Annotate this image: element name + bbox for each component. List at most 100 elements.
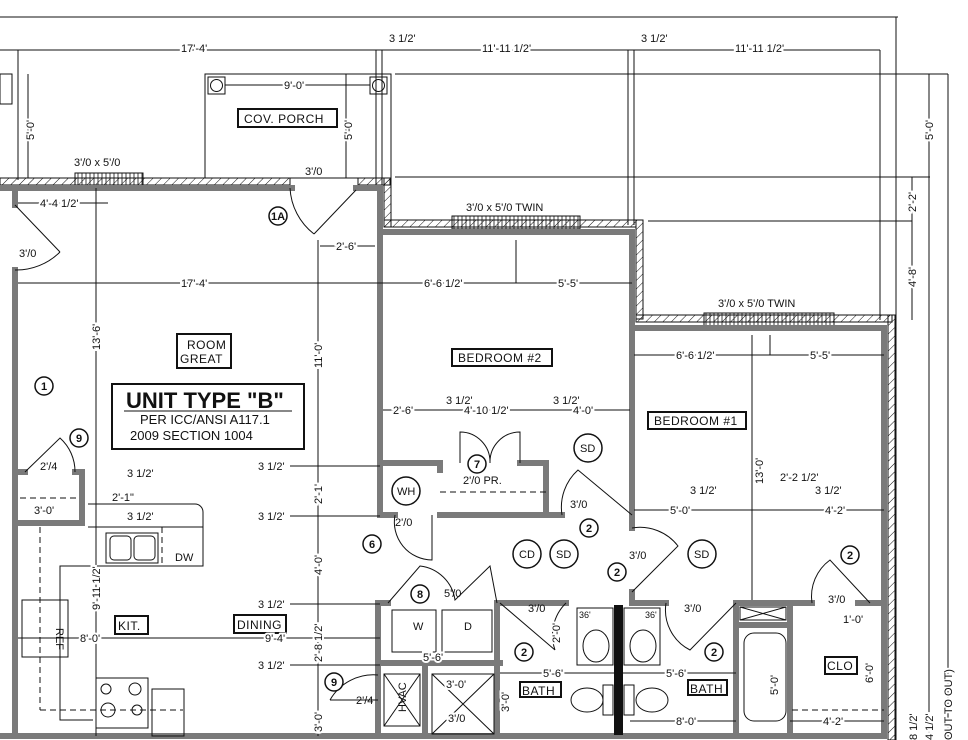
lavatory-width-label: 36' bbox=[579, 610, 591, 620]
door-label: 2'/0 bbox=[395, 517, 412, 529]
dim-label: 3 1/2' bbox=[389, 33, 416, 45]
dim-label: 11'-11 1/2' bbox=[735, 43, 784, 55]
door-label: 5'/0 bbox=[444, 588, 461, 600]
keynote-label: 9 bbox=[331, 677, 337, 689]
unit-title-line1: PER ICC/ANSI A117.1 bbox=[140, 412, 270, 427]
dim-label: 3 1/2' bbox=[641, 33, 668, 45]
door-swings bbox=[14, 187, 871, 701]
bath-partition bbox=[614, 605, 623, 735]
dim-label: 4'-0' bbox=[573, 405, 593, 417]
dim-label: 2'-2 1/2' bbox=[780, 472, 818, 484]
dim-label: 3 1/2' bbox=[258, 461, 285, 473]
door-label: 3'/0 bbox=[684, 603, 701, 615]
covered-porch bbox=[0, 73, 392, 179]
keynote-circle bbox=[467, 454, 487, 474]
keynote-label: 2 bbox=[586, 523, 592, 535]
dim-label: 3 1/2' bbox=[127, 511, 154, 523]
dim-label: 4'-10 1/2' bbox=[464, 405, 509, 417]
refrigerator-label: REF bbox=[53, 628, 65, 650]
room-label-great-2: GREAT bbox=[180, 352, 223, 366]
dim-label: 17'-4' bbox=[181, 278, 207, 290]
keynote-circle bbox=[268, 206, 288, 226]
window-labels: 3'/0 x 5'/0 3'/0 x 5'/0 TWIN 3'/0 x 5'/0… bbox=[74, 157, 795, 310]
window-label: 3'/0 x 5'/0 TWIN bbox=[718, 298, 795, 310]
fixture-labels: DW REF WH W D HVAC CD SD SD SD 36' 36' bbox=[53, 433, 717, 712]
dim-label: 2'-1' bbox=[313, 484, 325, 504]
dim-label: 11'-11 1/2' bbox=[482, 43, 531, 55]
dim-label: 4'-2' bbox=[823, 716, 843, 728]
dim-label: 3 1/2' bbox=[258, 599, 285, 611]
dim-label: 3'-0' bbox=[500, 692, 512, 712]
keynote-circle bbox=[579, 518, 599, 538]
smoke-detector-label: SD bbox=[580, 443, 595, 455]
fixtures bbox=[20, 491, 884, 737]
washer-label: W bbox=[413, 621, 424, 633]
dim-label: 4'-4 1/2' bbox=[40, 198, 78, 210]
dim-label: 3 1/2' bbox=[815, 485, 842, 497]
keynote-circle bbox=[324, 672, 344, 692]
dim-label: 5'-0' bbox=[25, 120, 37, 140]
reference-lines bbox=[0, 16, 949, 740]
unit-title-block: UNIT TYPE "B" PER ICC/ANSI A117.1 2009 S… bbox=[111, 383, 305, 450]
door-label: 3'/0 bbox=[448, 713, 465, 725]
door-label: 3'/0 bbox=[305, 166, 322, 178]
keynote-circle bbox=[34, 376, 54, 396]
dim-label: 13'-6' bbox=[91, 324, 103, 350]
dim-label: 3 1/2' bbox=[127, 468, 154, 480]
dim-label: 2'-6' bbox=[336, 241, 356, 253]
dim-label: 3 1/2' bbox=[690, 485, 717, 497]
dim-label: 4'-0' bbox=[313, 555, 325, 575]
dryer-label: D bbox=[464, 621, 472, 633]
dim-label: 2'-1" bbox=[112, 492, 134, 504]
keynote-label: 2 bbox=[711, 647, 717, 659]
dim-label: 3'-0' bbox=[313, 712, 325, 732]
door-label: 2'/4 bbox=[356, 695, 373, 707]
window-label: 3'/0 x 5'/0 TWIN bbox=[466, 202, 543, 214]
unit-title: UNIT TYPE "B" bbox=[126, 388, 284, 413]
dim-label: 3'-0' bbox=[34, 505, 54, 517]
door-label: 2'/0 PR. bbox=[463, 475, 502, 487]
dim-label: 2'-8 1/2' bbox=[313, 624, 325, 662]
dim-label: 8'-0' bbox=[676, 716, 696, 728]
smoke-detector-label: SD bbox=[556, 549, 571, 561]
hvac-label: HVAC bbox=[397, 682, 409, 712]
room-label-bath-a: BATH bbox=[522, 684, 555, 698]
dim-label: 5'-0' bbox=[924, 120, 936, 140]
room-label-bath-b: BATH bbox=[690, 682, 723, 696]
keynote-label: 6 bbox=[369, 539, 375, 551]
dim-label: 5'-0' bbox=[769, 675, 781, 695]
room-label-kitchen: KIT. bbox=[118, 619, 141, 633]
windows bbox=[74, 172, 835, 327]
dim-label: OUT TO OUT) bbox=[943, 669, 955, 740]
keynote-label: 2 bbox=[614, 567, 620, 579]
dim-label: 4'-8' bbox=[907, 267, 919, 287]
dim-label: 2'-6' bbox=[393, 405, 413, 417]
dim-label: 5'-6' bbox=[423, 652, 443, 664]
dim-label: 3 1/2' bbox=[258, 660, 285, 672]
room-label-dining: DINING bbox=[237, 618, 282, 632]
dim-label: 9'-11 1/2' bbox=[91, 566, 103, 610]
keynote-circle bbox=[69, 428, 89, 448]
door-label: 3'/0 bbox=[629, 550, 646, 562]
keynote-circle bbox=[704, 642, 724, 662]
dim-label: 4 1/2' bbox=[924, 713, 936, 740]
door-label: 3'/0 bbox=[828, 594, 845, 606]
room-label-porch: COV. PORCH bbox=[244, 112, 324, 126]
dim-label: 5'-6' bbox=[666, 668, 686, 680]
keynote-label: 8 bbox=[417, 589, 423, 601]
dim-label: 3'-0' bbox=[446, 679, 466, 691]
dim-label: 3 1/2' bbox=[258, 511, 285, 523]
dim-label: 5'-6' bbox=[543, 668, 563, 680]
door-label: 3'/0 bbox=[528, 603, 545, 615]
room-labels: COV. PORCH ROOM GREAT BEDROOM #2 BEDROOM… bbox=[114, 108, 858, 698]
room-label-great-1: ROOM bbox=[187, 338, 226, 352]
dim-label: 11'-0' bbox=[313, 343, 325, 368]
door-label: 3'/0 bbox=[570, 499, 587, 511]
carbon-detector-label: CD bbox=[519, 549, 535, 561]
dim-label: 17'-4' bbox=[181, 43, 207, 55]
room-label-bedroom2: BEDROOM #2 bbox=[458, 351, 542, 365]
dim-label: 3 1/2' bbox=[553, 395, 580, 407]
keynote-label: 1A bbox=[271, 211, 285, 223]
